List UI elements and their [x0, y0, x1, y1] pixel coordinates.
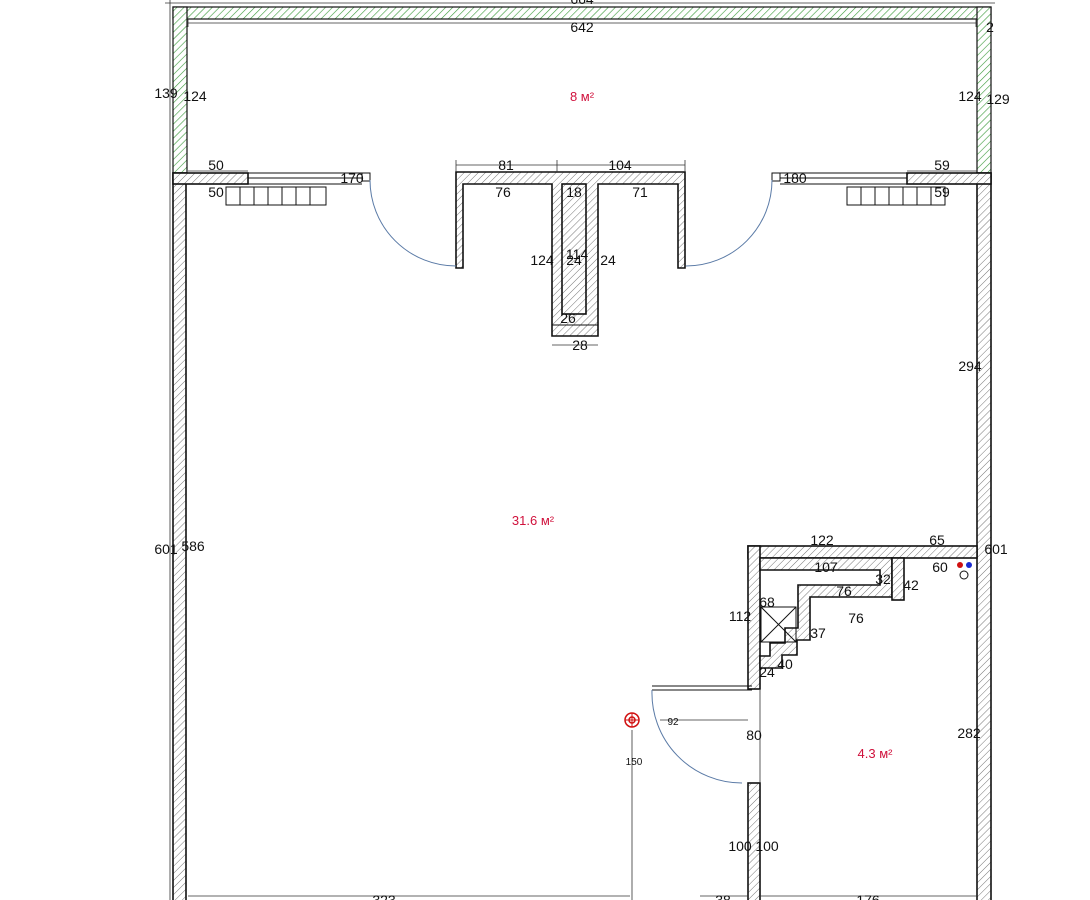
dim-bath-37: 37	[810, 625, 826, 641]
dim-niche-24b: 24	[600, 252, 616, 268]
door-arc-left	[369, 179, 457, 267]
dim-left-inner-586: 586	[181, 538, 205, 554]
area-balcony: 8 м²	[570, 89, 595, 104]
dim-wall-left-top: 50	[208, 157, 224, 173]
dim-bottom-323: 323	[372, 892, 396, 900]
dim-niche-28: 28	[572, 337, 588, 353]
dim-bath-76a: 76	[836, 583, 852, 599]
dim-door-80: 80	[746, 727, 762, 743]
riser-symbol	[624, 712, 640, 728]
dim-bath-100a: 100	[728, 838, 752, 854]
dim-riser-150: 150	[626, 757, 643, 768]
dim-right-294: 294	[958, 358, 982, 374]
dim-opening-right: 180	[783, 170, 807, 186]
radiator-right	[846, 186, 946, 206]
dim-bath-24: 24	[759, 664, 775, 680]
dim-niche-124: 124	[530, 252, 554, 268]
door-arc-right	[685, 179, 773, 267]
dim-balcony-right-small: 2	[986, 19, 994, 35]
dim-niche-114: 114	[566, 246, 589, 262]
top-wall-right	[906, 172, 992, 185]
dim-balcony-left-inner: 124	[183, 88, 207, 104]
radiator-left	[225, 186, 327, 206]
left-wall	[172, 172, 187, 900]
dim-bath-60: 60	[932, 559, 948, 575]
dim-bath-112: 112	[729, 608, 752, 624]
windows	[248, 172, 907, 185]
dim-niche-26: 26	[560, 310, 576, 326]
dim-balcony-right-outer: 129	[986, 91, 1010, 107]
dim-bath-32: 32	[875, 571, 891, 587]
dim-wall-right-top: 59	[934, 157, 950, 173]
dim-inner-18: 18	[566, 184, 582, 200]
dim-wall-left-bottom: 50	[208, 184, 224, 200]
dim-left-outer-601: 601	[154, 541, 178, 557]
dim-bottom-38: 38	[715, 892, 731, 900]
dim-bath-42: 42	[903, 577, 919, 593]
dim-bath-282: 282	[957, 725, 981, 741]
balcony-wall-top	[172, 6, 992, 20]
dim-bath-107: 107	[814, 559, 838, 575]
pipe-hot	[957, 562, 963, 568]
bathroom-walls	[747, 545, 978, 900]
dim-wall-mid-104: 104	[608, 157, 632, 173]
area-main-room: 31.6 м²	[512, 513, 555, 528]
dim-opening-left: 170	[340, 170, 364, 186]
dim-inner-71: 71	[632, 184, 648, 200]
dim-inner-76: 76	[495, 184, 511, 200]
dim-top-inner: 642	[570, 19, 594, 35]
balcony	[172, 6, 992, 180]
dim-bath-40: 40	[777, 656, 793, 672]
right-wall	[976, 172, 992, 900]
dim-door-92: 92	[667, 717, 679, 728]
dim-right-601: 601	[984, 541, 1008, 557]
door-arc-bath	[651, 689, 743, 784]
dim-bottom-176: 176	[856, 892, 880, 900]
top-wall-left	[172, 172, 249, 185]
dim-bath-122: 122	[810, 532, 834, 548]
dim-bath-65: 65	[929, 532, 945, 548]
dim-niche-24a: 24	[566, 252, 582, 268]
dim-balcony-right-inner: 124	[958, 88, 982, 104]
pipe-drain	[959, 570, 969, 580]
dim-top-outer: 664	[570, 0, 594, 7]
dim-balcony-left-outer: 139	[154, 85, 178, 101]
dim-bath-68: 68	[759, 594, 775, 610]
dim-bath-76b: 76	[848, 610, 864, 626]
pipe-cold	[966, 562, 972, 568]
dim-wall-right-bottom: 59	[934, 184, 950, 200]
vent-shaft	[760, 606, 797, 643]
dim-bath-100b: 100	[755, 838, 779, 854]
dim-wall-mid-81: 81	[498, 157, 514, 173]
outer-walls	[172, 171, 992, 900]
area-bathroom: 4.3 м²	[858, 746, 894, 761]
